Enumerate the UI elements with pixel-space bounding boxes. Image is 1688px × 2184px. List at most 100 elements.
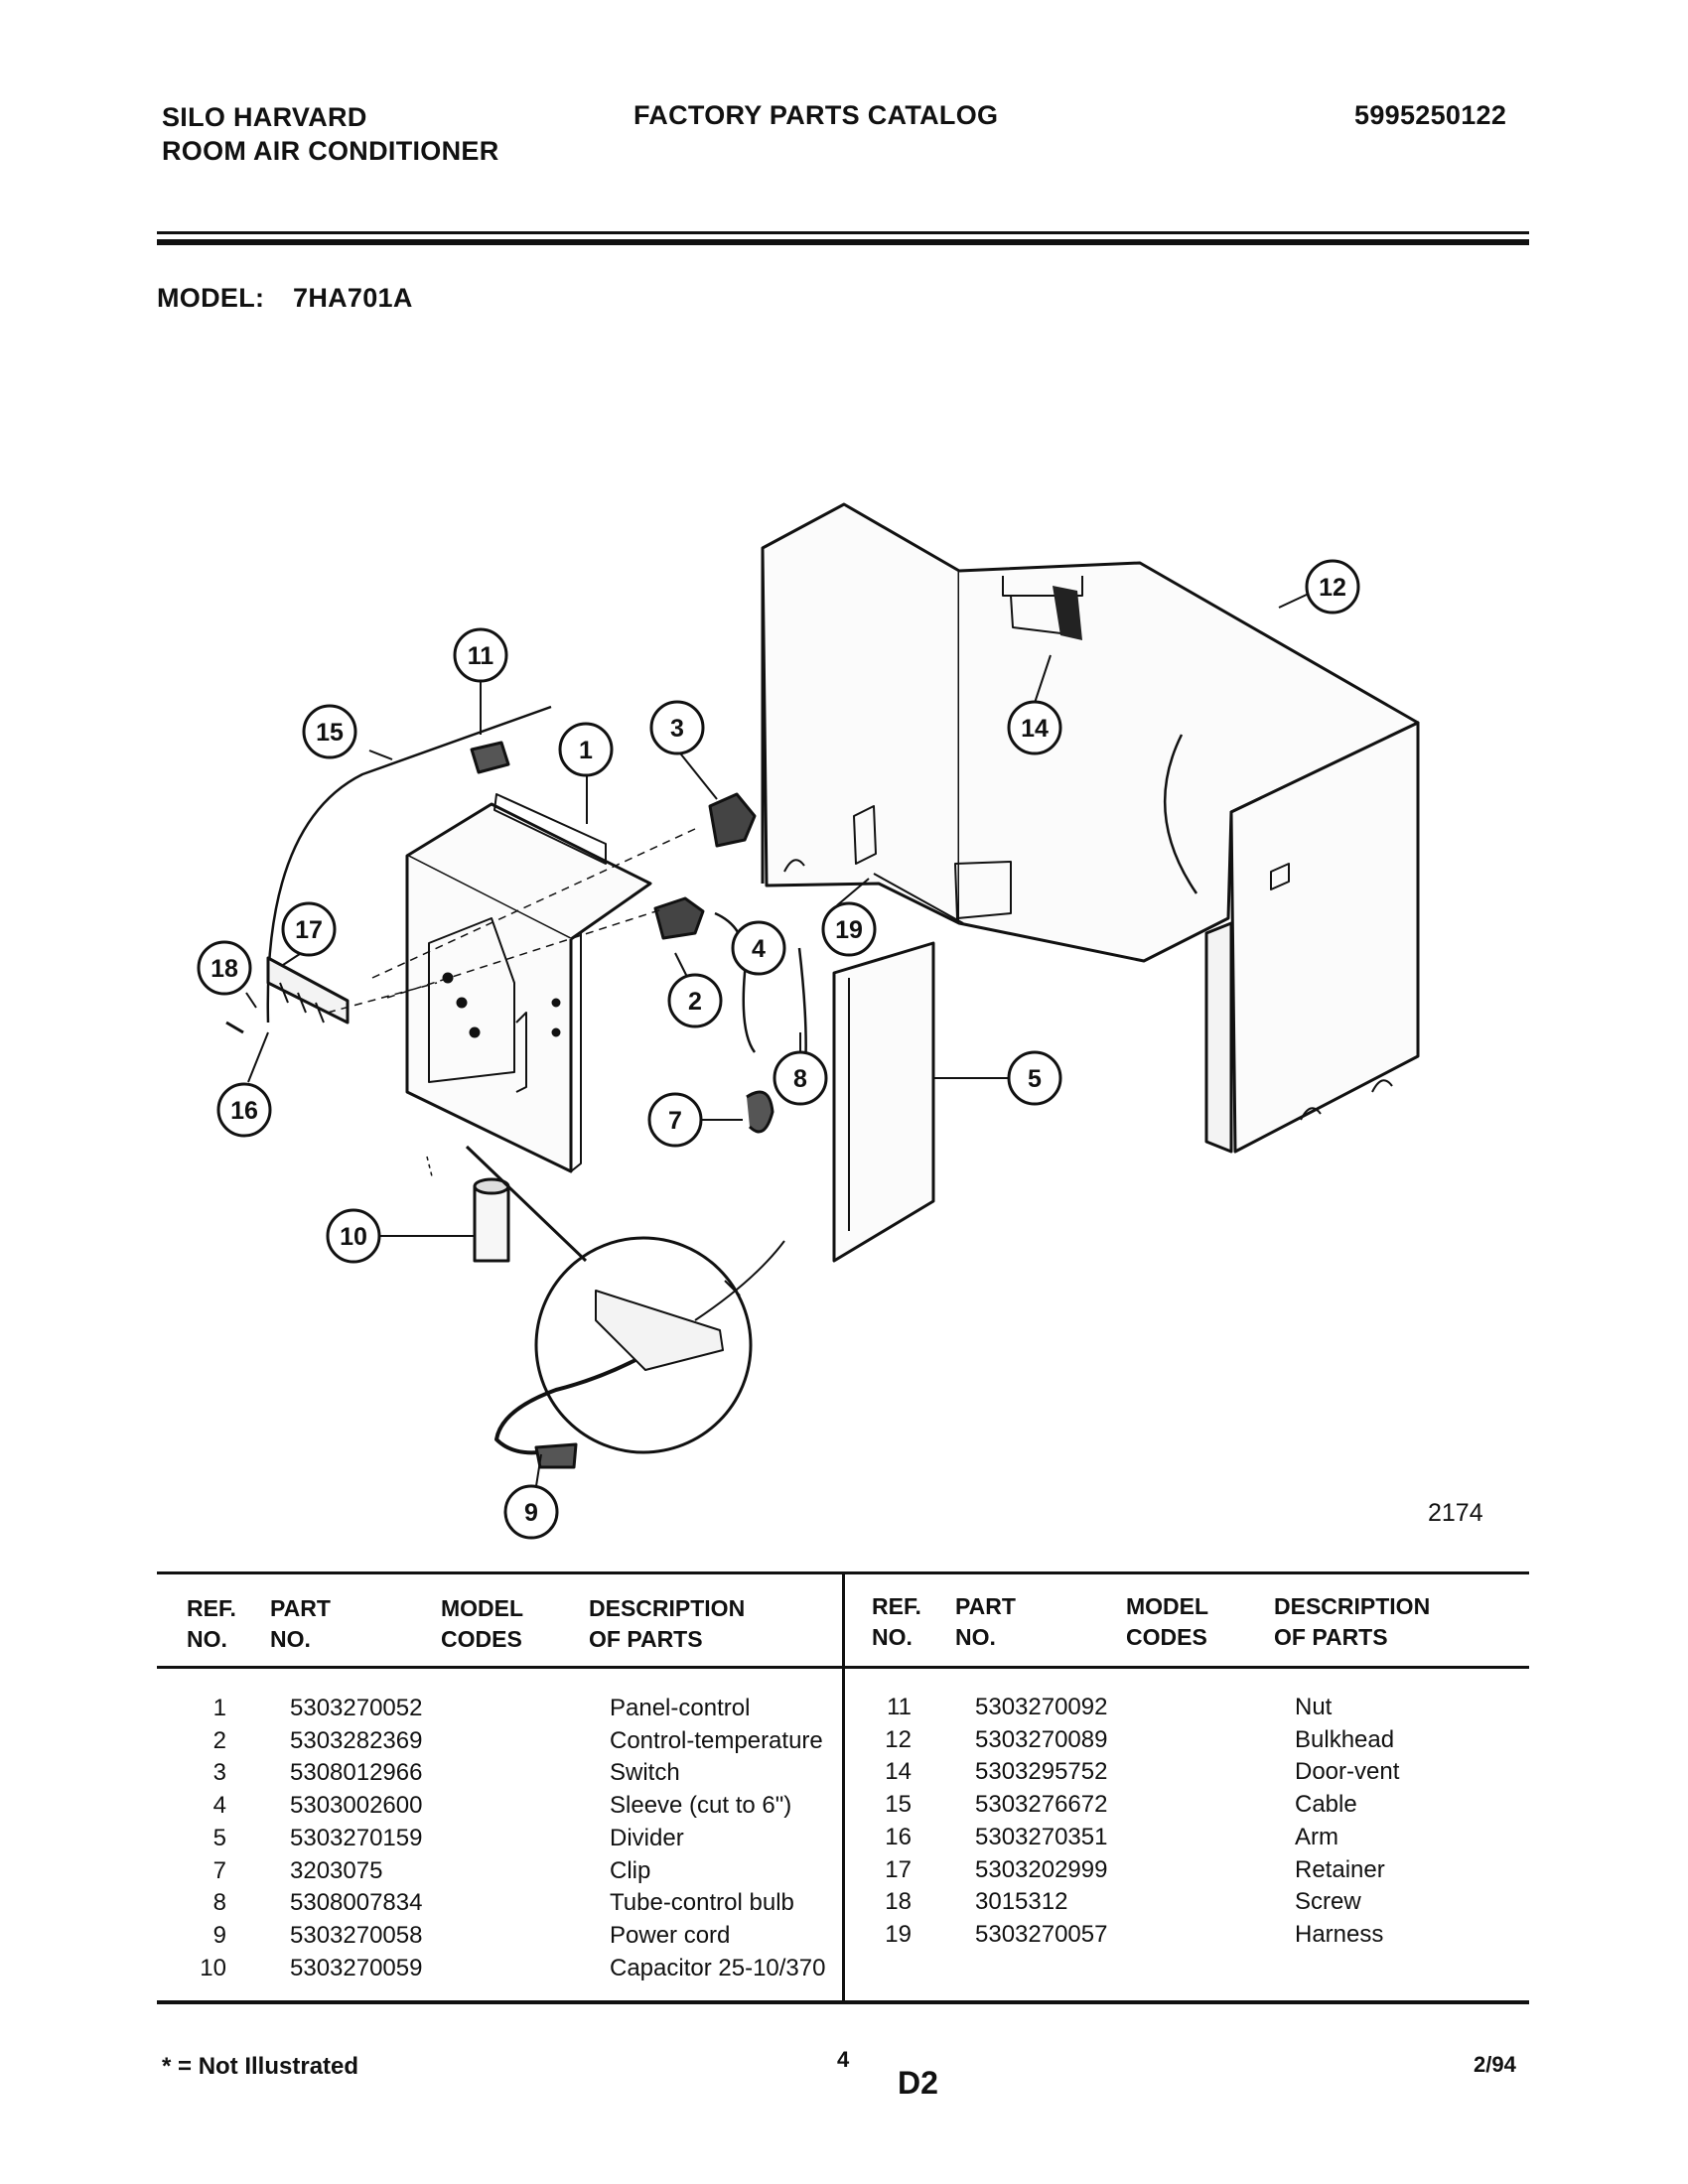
part-number: 5303295752 (975, 1758, 1108, 1786)
model-value: 7HA701A (293, 283, 413, 313)
switch-part (708, 792, 757, 848)
header-part-2-right: NO. (955, 1624, 996, 1650)
part-number: 5303002600 (290, 1792, 423, 1820)
callout-11 (453, 627, 508, 683)
part-description: Cable (1295, 1791, 1357, 1819)
ref-number: 4 (212, 1792, 226, 1820)
callout-19-label: 19 (835, 916, 863, 944)
part-description: Tube-control bulb (610, 1889, 794, 1917)
part-number: 5303276672 (975, 1791, 1108, 1819)
part-number: 5303270089 (975, 1725, 1108, 1753)
part-description: Screw (1295, 1888, 1361, 1916)
callout-9-label: 9 (524, 1499, 538, 1527)
part-description: Arm (1295, 1823, 1338, 1850)
header-desc-2: OF PARTS (589, 1626, 703, 1652)
ref-number: 2 (212, 1726, 226, 1754)
callout-12 (1305, 559, 1360, 614)
table-top-rule (157, 1571, 1529, 1574)
callout-8-label: 8 (793, 1065, 807, 1093)
ref-number: 8 (212, 1889, 226, 1917)
brand-line-1: SILO HARVARD (162, 102, 367, 132)
callout-17-label: 17 (295, 916, 323, 944)
ref-number: 12 (885, 1725, 912, 1753)
ref-number: 7 (212, 1856, 226, 1884)
callout-16-label: 16 (230, 1097, 258, 1125)
callout-18-label: 18 (211, 955, 238, 983)
part-description: Nut (1295, 1694, 1333, 1720)
ref-number: 17 (885, 1855, 912, 1883)
table-column-divider (842, 1574, 845, 2000)
part-description: Bulkhead (1295, 1725, 1395, 1753)
header-ref-2-right: NO. (872, 1624, 913, 1650)
ref-number: 16 (885, 1823, 912, 1850)
header-desc-1: DESCRIPTION (589, 1595, 746, 1621)
bulkhead-part (761, 502, 1420, 1154)
ref-number: 3 (212, 1759, 226, 1787)
table-bottom-rule (157, 2000, 1529, 2004)
part-number: 3015312 (975, 1888, 1068, 1916)
header-ref-1-right: REF. (872, 1593, 921, 1619)
not-illustrated-note: * = Not Illustrated (162, 2053, 359, 2080)
header-rule-thin (157, 231, 1529, 234)
header-model-2: CODES (441, 1626, 522, 1652)
part-description: Door-vent (1295, 1758, 1400, 1786)
cable-part (266, 705, 552, 1024)
header-part-1: PART (270, 1595, 331, 1621)
callout-4-label: 4 (752, 935, 766, 963)
part-number: 5303270052 (290, 1695, 423, 1721)
brand-line-2: ROOM AIR CONDITIONER (162, 136, 499, 166)
part-number: 5308007834 (290, 1889, 423, 1917)
ref-number: 11 (887, 1694, 912, 1720)
callout-14 (1007, 700, 1062, 755)
callout-5 (1007, 1050, 1062, 1106)
part-number: 5303270351 (975, 1823, 1108, 1850)
nut-part (470, 741, 510, 774)
catalog-title: FACTORY PARTS CATALOG (633, 100, 999, 130)
drawing-number: 2174 (1428, 1499, 1483, 1527)
catalog-number: 5995250122 (1354, 100, 1507, 130)
header-ref-1: REF. (187, 1595, 236, 1621)
part-number: 5308012966 (290, 1759, 423, 1787)
callout-1-label: 1 (579, 737, 593, 764)
ref-number: 15 (885, 1791, 912, 1819)
callout-5-label: 5 (1028, 1065, 1042, 1093)
part-number: 5303270059 (290, 1954, 423, 1981)
part-description: Control-temperature (610, 1726, 823, 1754)
divider-part (832, 941, 935, 1263)
callout-18 (197, 940, 252, 996)
callout-17 (281, 901, 337, 957)
sleeve-part (714, 911, 757, 1053)
part-number: 5303270159 (290, 1824, 423, 1851)
page-number: 4 (837, 2047, 850, 2072)
part-description: Retainer (1295, 1855, 1385, 1883)
capacitor-part (473, 1177, 510, 1263)
header-model-1: MODEL (441, 1595, 524, 1621)
arm-part (266, 956, 350, 1024)
callout-19 (821, 901, 877, 957)
part-description: Clip (610, 1856, 651, 1884)
part-description: Sleeve (cut to 6") (610, 1792, 792, 1820)
callout-1 (558, 722, 614, 777)
temperature-control-part (653, 896, 705, 940)
part-description: Panel-control (610, 1695, 751, 1721)
part-number: 3203075 (290, 1856, 383, 1884)
control-panel-part (405, 793, 652, 1173)
callout-3 (649, 700, 705, 755)
part-number: 5303202999 (975, 1855, 1108, 1883)
callout-4 (731, 920, 786, 976)
header-model-2-right: CODES (1126, 1624, 1207, 1650)
ref-number: 9 (212, 1921, 226, 1949)
ref-number: 19 (885, 1920, 912, 1948)
part-description: Switch (610, 1759, 680, 1787)
callout-7-label: 7 (668, 1107, 682, 1135)
header-desc-2-right: OF PARTS (1274, 1624, 1388, 1650)
part-number: 5303270057 (975, 1920, 1108, 1948)
callout-10-label: 10 (340, 1223, 367, 1251)
header-ref-2: NO. (187, 1626, 227, 1652)
part-description: Divider (610, 1824, 684, 1851)
exploded-parts-diagram: 1 2 3 4 5 7 8 9 10 11 12 14 15 16 17 18 … (197, 502, 1420, 1540)
callout-2 (667, 973, 723, 1028)
header-model-1-right: MODEL (1126, 1593, 1209, 1619)
callout-15 (302, 704, 357, 759)
callout-14-label: 14 (1021, 715, 1049, 743)
